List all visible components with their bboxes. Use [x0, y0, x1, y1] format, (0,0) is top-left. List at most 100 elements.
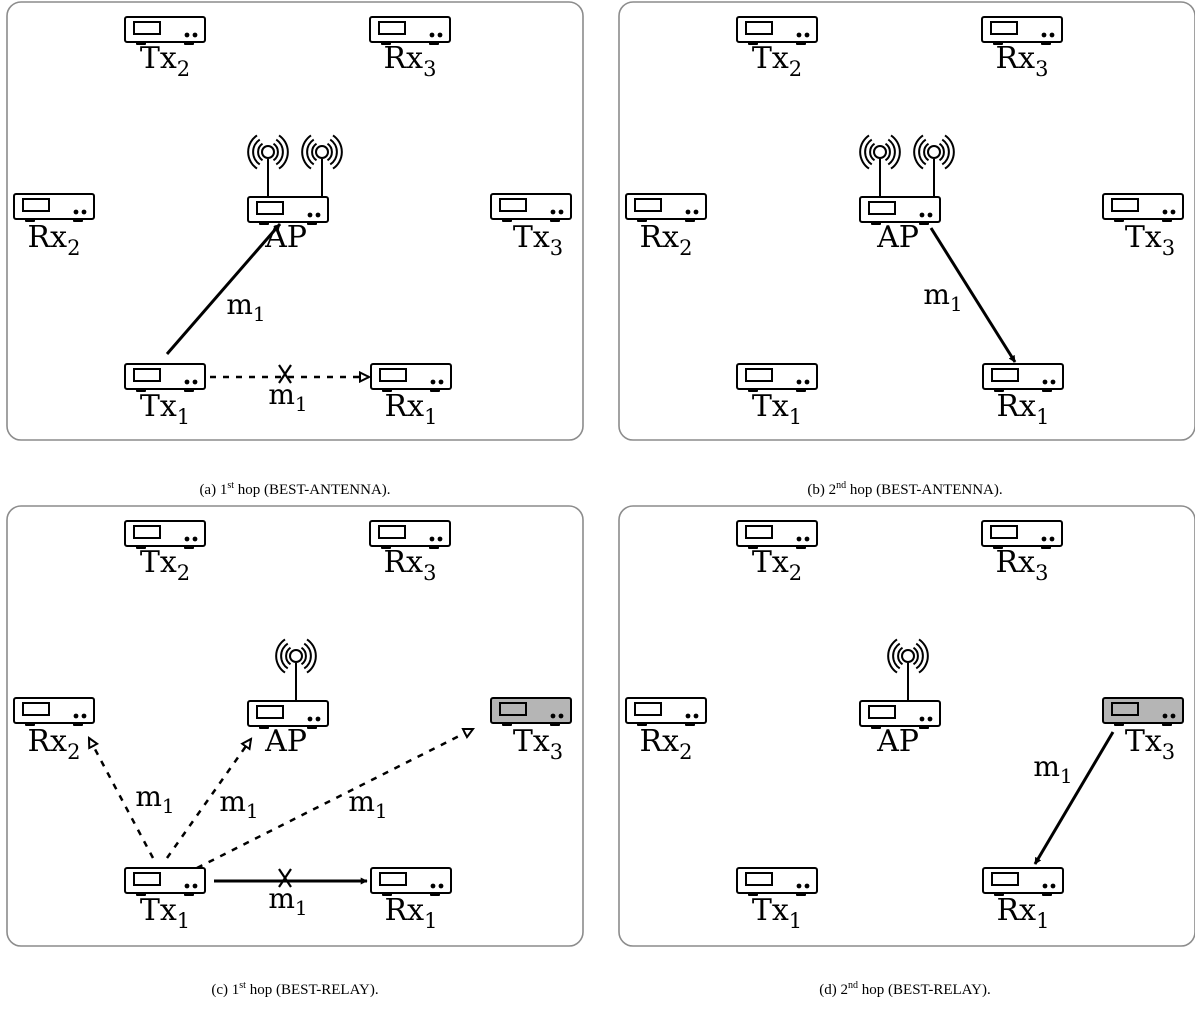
node-label: Rx1 [385, 893, 438, 933]
device-icon [13, 193, 95, 222]
caption-mode: BEST-ANTENNA [881, 482, 994, 498]
link-tx1-to-rx1: m1 [214, 868, 368, 920]
device-icon [490, 697, 572, 726]
node-label: Rx1 [997, 389, 1050, 429]
caption-tag: (c) [211, 982, 229, 998]
node-label: Tx1 [140, 389, 190, 429]
router-icon [859, 196, 941, 225]
node-rx1: Rx1 [370, 867, 452, 933]
link-tx3-to-rx1: m1 [1033, 731, 1115, 865]
link-label: m1 [923, 278, 962, 316]
ap-label: AP [264, 724, 307, 759]
node-tx1: Tx1 [736, 363, 818, 429]
antenna-icon [247, 134, 289, 197]
access-point: AP [859, 638, 941, 759]
router-icon [247, 196, 329, 225]
device-icon [625, 697, 707, 726]
device-icon [370, 363, 452, 392]
device-icon [124, 16, 206, 45]
node-tx2: Tx2 [124, 16, 206, 81]
caption-num: 2 [840, 982, 849, 998]
device-icon [736, 867, 818, 896]
caption-word: hop [849, 482, 873, 498]
router-icon [247, 700, 329, 729]
caption-num: 2 [828, 482, 837, 498]
node-tx1: Tx1 [124, 363, 206, 429]
caption-mode: BEST-RELAY [280, 982, 370, 998]
device-icon [982, 363, 1064, 392]
caption-word: hop [237, 482, 261, 498]
antenna-icon [859, 134, 901, 197]
node-tx2: Tx2 [736, 16, 818, 81]
node-tx1: Tx1 [736, 867, 818, 933]
device-icon [982, 867, 1064, 896]
caption-word: hop [861, 982, 885, 998]
caption-sup: st [227, 480, 235, 491]
blocked-x-icon [278, 868, 292, 888]
device-icon [369, 16, 451, 45]
antenna-icon [275, 638, 317, 701]
antenna-icon [913, 134, 955, 197]
caption-num: 1 [219, 482, 228, 498]
node-tx1: Tx1 [124, 867, 206, 933]
node-label: Tx1 [752, 893, 802, 933]
caption-sup: nd [848, 980, 859, 991]
device-icon [736, 520, 818, 549]
ap-label: AP [876, 724, 919, 759]
antenna-icon [301, 134, 343, 197]
node-rx2: Rx2 [625, 193, 707, 260]
device-icon [1102, 193, 1184, 222]
caption-tag: (d) [819, 982, 837, 998]
antenna-icon [887, 638, 929, 701]
blocked-x-icon [278, 364, 292, 384]
node-label: Tx3 [1125, 724, 1175, 764]
access-point: AP [247, 638, 329, 759]
device-icon [625, 193, 707, 222]
link-label: m1 [268, 882, 307, 920]
device-icon [981, 520, 1063, 549]
device-icon [981, 16, 1063, 45]
device-icon [124, 520, 206, 549]
router-icon [859, 700, 941, 729]
node-tx3: Tx3 [490, 193, 572, 260]
caption-a: (a) 1st hop (BEST-ANTENNA). [199, 480, 391, 498]
device-icon [370, 867, 452, 896]
device-icon [490, 193, 572, 222]
node-label: Tx3 [513, 220, 563, 260]
caption-word: hop [249, 982, 273, 998]
caption-d: (d) 2nd hop (BEST-RELAY). [819, 980, 991, 998]
device-icon [736, 16, 818, 45]
link-label: m1 [1033, 750, 1072, 788]
node-label: Tx3 [513, 724, 563, 764]
ap-label: AP [876, 220, 919, 255]
caption-num: 1 [231, 982, 240, 998]
node-rx1: Rx1 [982, 363, 1064, 429]
caption-b: (b) 2nd hop (BEST-ANTENNA). [807, 480, 1003, 498]
caption-tag: (a) [199, 482, 217, 498]
node-tx3: Tx3 [1102, 697, 1184, 764]
caption-mode: BEST-RELAY [893, 982, 982, 998]
device-icon [1102, 697, 1184, 726]
device-icon [124, 363, 206, 392]
caption-sup: st [239, 980, 246, 991]
access-point: AP [247, 134, 343, 255]
device-icon [736, 363, 818, 392]
device-icon [13, 697, 95, 726]
caption-c: (c) 1st hop (BEST-RELAY). [211, 980, 379, 998]
node-tx3: Tx3 [490, 697, 572, 764]
device-icon [369, 520, 451, 549]
device-icon [124, 867, 206, 896]
link-ap-to-rx1: m1 [923, 227, 1017, 363]
access-point: AP [859, 134, 955, 255]
ap-label: AP [264, 220, 307, 255]
caption-tag: (b) [807, 482, 825, 498]
node-label: Tx1 [140, 893, 190, 933]
caption-sup: nd [836, 480, 847, 491]
node-rx2: Rx2 [625, 697, 707, 764]
caption-mode: BEST-ANTENNA [269, 482, 382, 498]
